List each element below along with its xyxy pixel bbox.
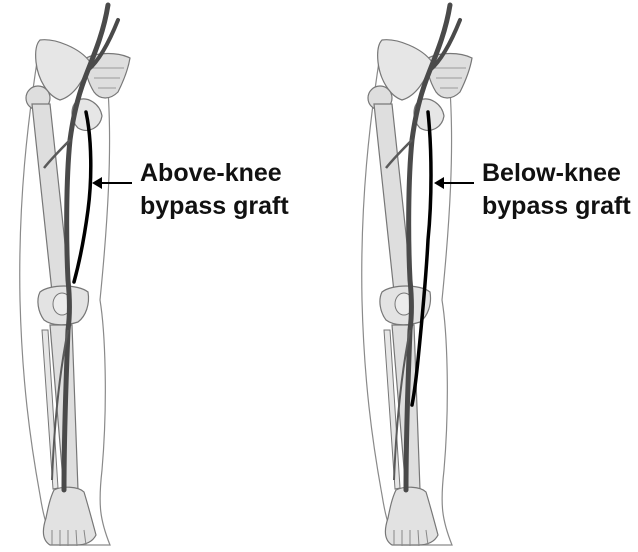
leg-anatomy-illustration <box>362 5 472 546</box>
below-knee-label-line-2: bypass graft <box>482 192 631 220</box>
above-knee-label-line-2: bypass graft <box>140 192 289 220</box>
below-knee-label-line-1: Below-knee <box>482 159 621 187</box>
panel-above-knee: Above-knee bypass graft <box>20 5 290 546</box>
above-knee-label-line-1: Above-knee <box>140 159 282 187</box>
panel-below-knee: Below-knee bypass graft <box>362 5 632 546</box>
